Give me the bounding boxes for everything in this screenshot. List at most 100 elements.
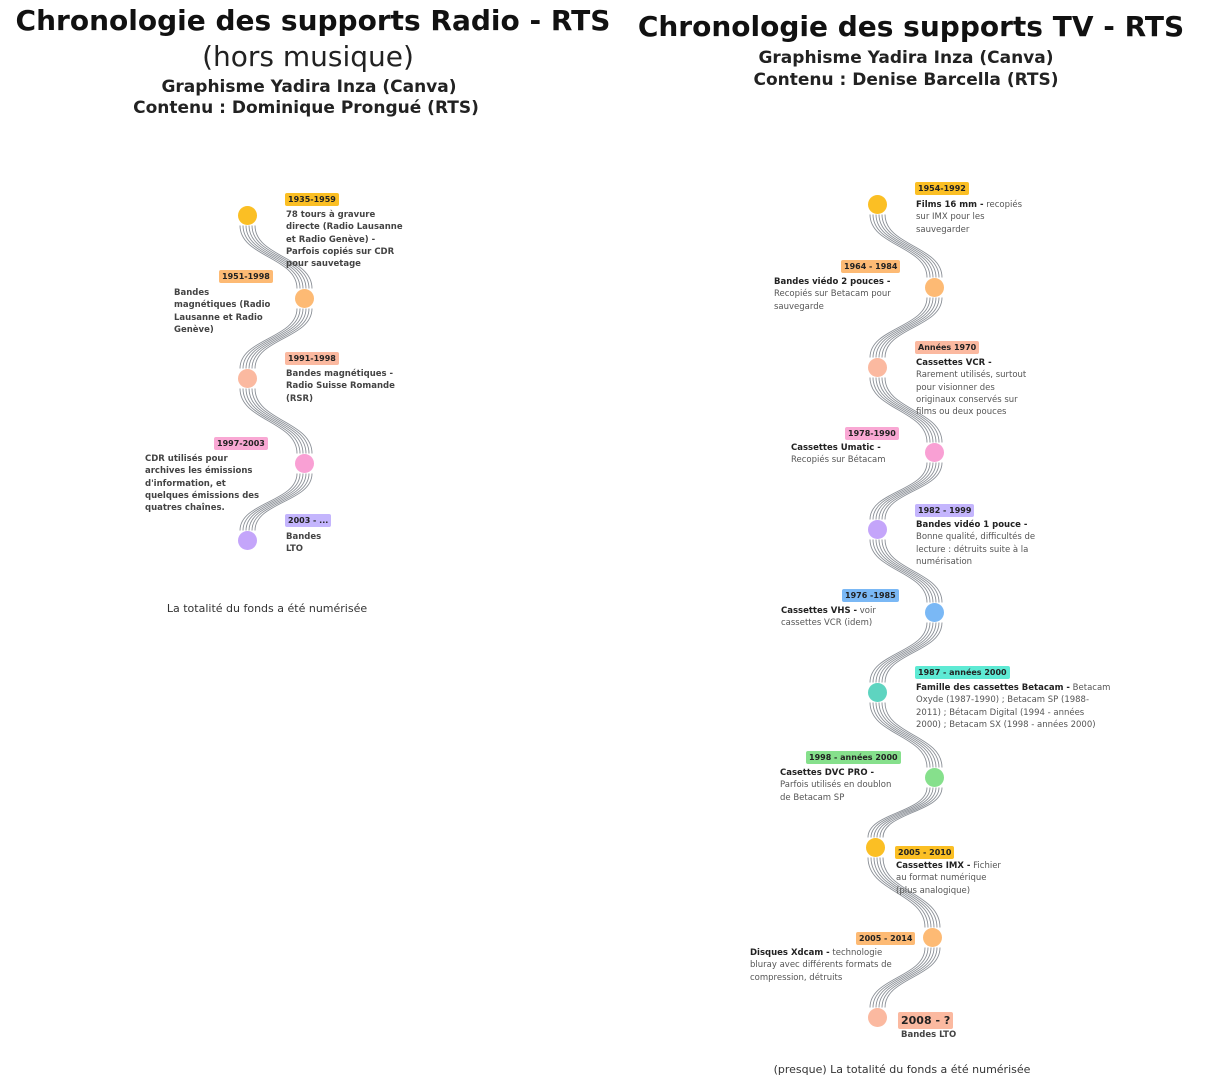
connector-line xyxy=(254,388,313,454)
connector-line xyxy=(251,473,310,531)
connector-line xyxy=(875,297,934,358)
date-badge: 1964 - 1984 xyxy=(841,260,901,273)
connector-line xyxy=(872,702,931,768)
connector-line xyxy=(251,388,310,454)
tv-credit-design: Graphisme Yadira Inza (Canva) xyxy=(758,48,1054,68)
connector-line xyxy=(242,308,301,369)
date-badge: 1951-1998 xyxy=(219,270,273,283)
connector-line xyxy=(881,214,940,278)
date-badge: 1982 - 1999 xyxy=(915,504,975,517)
timeline-description: Bandes LTO xyxy=(286,532,322,555)
timeline-dot xyxy=(925,768,944,787)
connector-line xyxy=(875,539,934,603)
connector-line xyxy=(875,702,934,768)
connector-line xyxy=(872,214,931,278)
timeline-dot xyxy=(868,1008,887,1027)
connector-line xyxy=(242,388,301,454)
connector-line xyxy=(870,787,931,838)
timeline-description: Cassettes VCR -Rarement utilisés, surtou… xyxy=(916,358,1027,418)
timeline-description: Bandes magnétiques - Radio Suisse Romand… xyxy=(286,369,395,404)
timeline-dot xyxy=(925,278,944,297)
timeline-description: Bandes vidéo 1 pouce -Bonne qualité, dif… xyxy=(916,520,1036,567)
connector-line xyxy=(878,947,935,1008)
connector-line xyxy=(878,702,937,768)
connector-line xyxy=(239,388,298,454)
timeline-description: Casettes DVC PRO -Parfois utilisés en do… xyxy=(780,768,892,803)
connector-line xyxy=(251,308,310,369)
radio-subtitle: (hors musique) xyxy=(202,40,414,73)
connector-line xyxy=(881,297,940,358)
date-badge: 1991-1998 xyxy=(285,352,339,365)
timeline-description: Disques Xdcam - technologie bluray avec … xyxy=(750,948,892,983)
timeline-dot xyxy=(868,195,887,214)
radio-footer: La totalité du fonds a été numérisée xyxy=(166,602,368,615)
connector-line xyxy=(878,622,937,683)
date-badge: 1978-1990 xyxy=(845,427,899,440)
connector-line xyxy=(881,622,940,683)
timeline-dot xyxy=(295,454,314,473)
connector-line xyxy=(248,308,307,369)
connector-line xyxy=(878,462,937,520)
connector-line xyxy=(872,377,931,443)
connector-line xyxy=(869,702,928,768)
connector-line xyxy=(873,787,934,838)
timeline-dot xyxy=(238,206,257,225)
connector-line xyxy=(869,297,928,358)
timeline-dot xyxy=(866,838,885,857)
connector-line xyxy=(878,377,937,443)
connector-line xyxy=(884,702,943,768)
connector-line xyxy=(254,473,313,531)
connector-line xyxy=(245,225,304,289)
connector-line xyxy=(239,473,298,531)
connector-line xyxy=(875,214,934,278)
tv-title: Chronologie des supports TV - RTS xyxy=(637,10,1185,43)
radio-credit-design: Graphisme Yadira Inza (Canva) xyxy=(161,77,457,97)
connector-line xyxy=(869,947,926,1008)
connector-line xyxy=(248,225,307,289)
connector-line xyxy=(884,214,943,278)
connector-line xyxy=(867,857,926,928)
connector-line xyxy=(881,947,938,1008)
connector-line xyxy=(878,297,937,358)
timeline-description: Films 16 mm - recopiés sur IMX pour les … xyxy=(916,200,1023,235)
connector-line xyxy=(869,622,928,683)
date-badge: 2003 - ... xyxy=(285,514,332,527)
connector-line xyxy=(884,462,943,520)
timeline-description: Cassettes VHS - voir cassettes VCR (idem… xyxy=(781,606,876,629)
date-badge: 1954-1992 xyxy=(915,182,969,195)
connector-line xyxy=(881,462,940,520)
tv-footer: (presque) La totalité du fonds a été num… xyxy=(773,1063,1031,1076)
connector-line xyxy=(869,377,928,443)
timeline-description: Cassettes IMX - Fichier au format numéri… xyxy=(896,861,1001,896)
radio-credit-content: Contenu : Dominique Prongué (RTS) xyxy=(133,98,479,118)
connector-line xyxy=(875,947,932,1008)
timeline-description: Famille des cassettes Betacam - Betacam … xyxy=(916,683,1111,730)
tv-credit-content: Contenu : Denise Barcella (RTS) xyxy=(753,70,1059,90)
connector-line xyxy=(242,473,301,531)
timeline-dot xyxy=(238,369,257,388)
connector-line xyxy=(884,947,941,1008)
connector-line xyxy=(884,622,943,683)
connector-line xyxy=(872,622,931,683)
date-badge: 2005 - 2014 xyxy=(856,932,916,945)
date-badge: 2005 - 2010 xyxy=(895,846,955,859)
connector-line xyxy=(251,225,310,289)
date-badge: 1997-2003 xyxy=(214,437,268,450)
timeline-description: Bandes LTO xyxy=(901,1030,957,1040)
timeline-description: Bandes magnétiques (Radio Lausanne et Ra… xyxy=(174,288,271,335)
date-badge: Années 1970 xyxy=(915,341,980,354)
timeline-dot xyxy=(238,531,257,550)
connector-line xyxy=(884,297,943,358)
timeline-dot xyxy=(925,603,944,622)
date-badge: 1976 -1985 xyxy=(842,589,899,602)
connector-line xyxy=(245,308,304,369)
timeline-dot xyxy=(923,928,942,947)
connector-line xyxy=(876,787,937,838)
radio-title: Chronologie des supports Radio - RTS xyxy=(15,4,611,37)
connector-line xyxy=(876,857,935,928)
connector-line xyxy=(242,225,301,289)
date-badge: 2008 - ? xyxy=(898,1012,954,1029)
connector-line xyxy=(245,388,304,454)
connector-line xyxy=(245,473,304,531)
connector-line xyxy=(879,787,940,838)
